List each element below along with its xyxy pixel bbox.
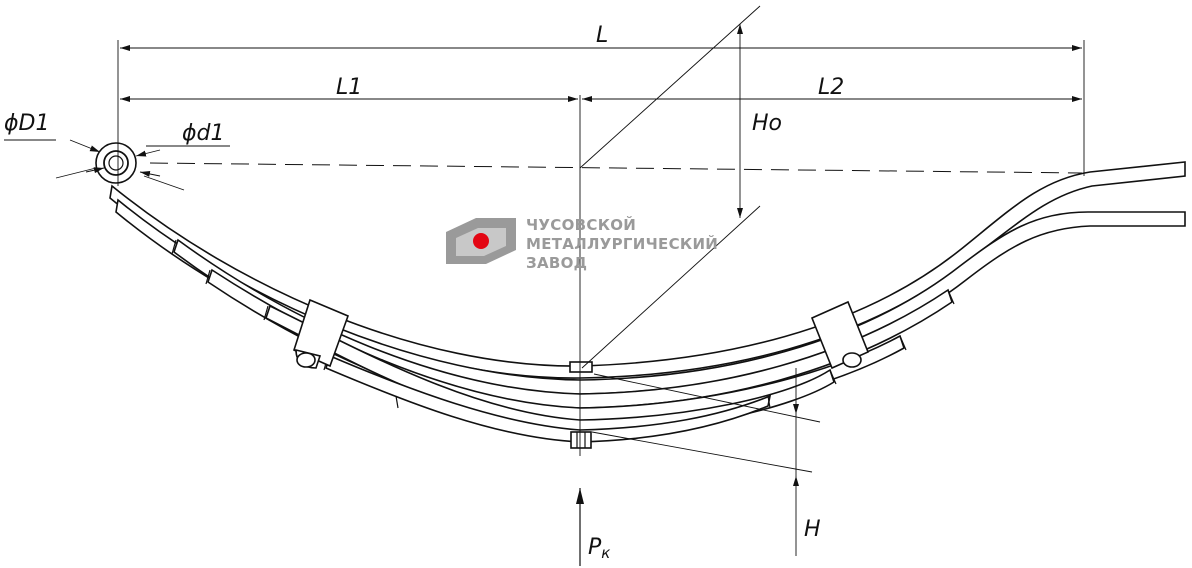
logo-line3: ЗАВОД xyxy=(526,254,587,272)
label-L2: L2 xyxy=(818,75,844,100)
label-Ho: Ho xyxy=(752,111,782,136)
label-Pk-main: P xyxy=(588,535,602,560)
dimension-lines xyxy=(69,24,1082,566)
spring-eye-outer xyxy=(95,142,137,184)
label-H: H xyxy=(804,517,821,542)
label-Pk-sub: к xyxy=(601,544,610,562)
label-D1: ϕD1 xyxy=(4,111,49,136)
company-logo: ЧУСОВСКОЙ МЕТАЛЛУРГИЧЕСКИЙ ЗАВОД xyxy=(446,215,718,272)
label-L: L xyxy=(596,23,608,48)
logo-line2: МЕТАЛЛУРГИЧЕСКИЙ xyxy=(526,234,718,253)
logo-red-dot xyxy=(473,233,489,249)
label-Pk: Pк xyxy=(588,535,610,562)
logo-line1: ЧУСОВСКОЙ xyxy=(526,215,636,234)
right-clamp xyxy=(810,300,870,370)
label-L1: L1 xyxy=(336,75,362,100)
label-d1: ϕd1 xyxy=(182,121,224,146)
construction-lines xyxy=(4,5,1085,473)
center-bolt xyxy=(569,361,593,449)
spring-leaves xyxy=(95,142,1186,449)
left-clamp xyxy=(293,298,350,369)
